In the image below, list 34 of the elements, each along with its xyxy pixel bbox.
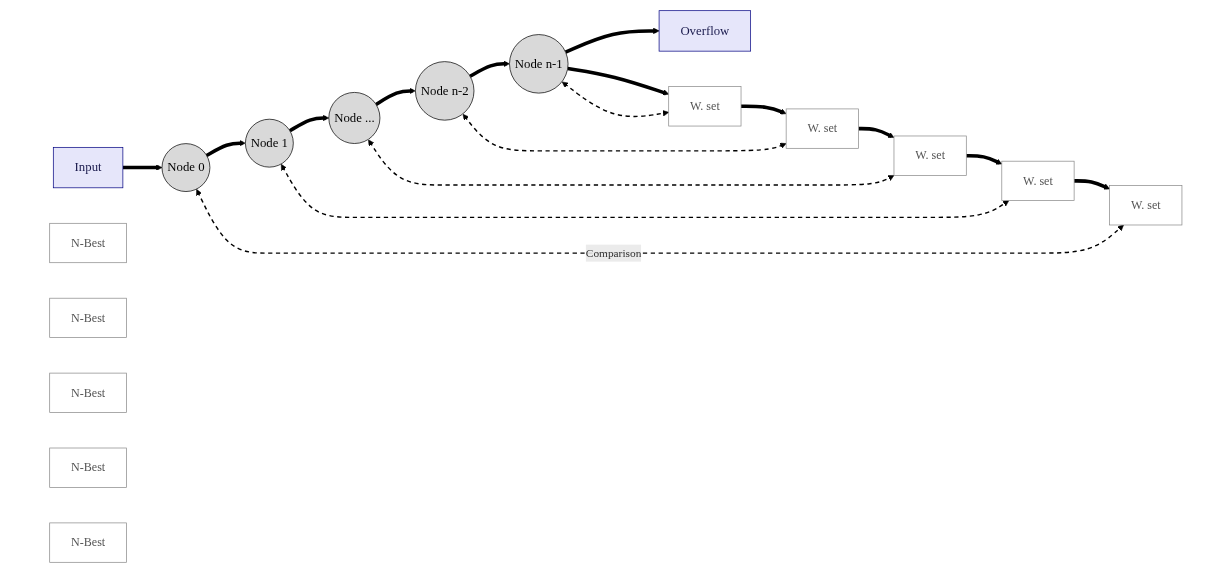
arrow [1074,179,1111,190]
arrow [205,140,246,157]
node-circle: Node 1 [245,118,294,168]
node-circle: Node ... [328,92,381,144]
node-box: N-Best [49,222,127,264]
arrow [123,164,163,171]
node-box: W. set [668,86,742,127]
node-box: W. set [1109,185,1183,226]
arrow [368,139,895,186]
node-box: N-Best [49,447,127,488]
node-circle: Node n-1 [509,34,569,94]
arrow [567,66,670,96]
node-box: N-Best [49,297,127,338]
arrow [966,153,1003,165]
node-box: Overflow [658,10,752,52]
arrow [565,27,660,54]
arrow [281,164,1010,219]
node-circle: Node n-2 [415,61,475,121]
node-box: N-Best [49,372,127,413]
arrow [196,189,1125,254]
arrow [858,126,895,138]
arrow [462,113,787,152]
arrow [741,104,787,115]
node-box: N-Best [49,522,127,563]
edge-label: Comparison [585,246,642,259]
node-box: W. set [785,108,859,149]
node-box: W. set [893,135,967,176]
arrow [469,60,510,78]
arrow [562,81,670,118]
node-circle: Node 0 [161,143,211,192]
arrow [289,114,330,133]
node-box: Input [53,147,124,189]
node-box: W. set [1001,160,1075,201]
arrow [375,87,416,106]
